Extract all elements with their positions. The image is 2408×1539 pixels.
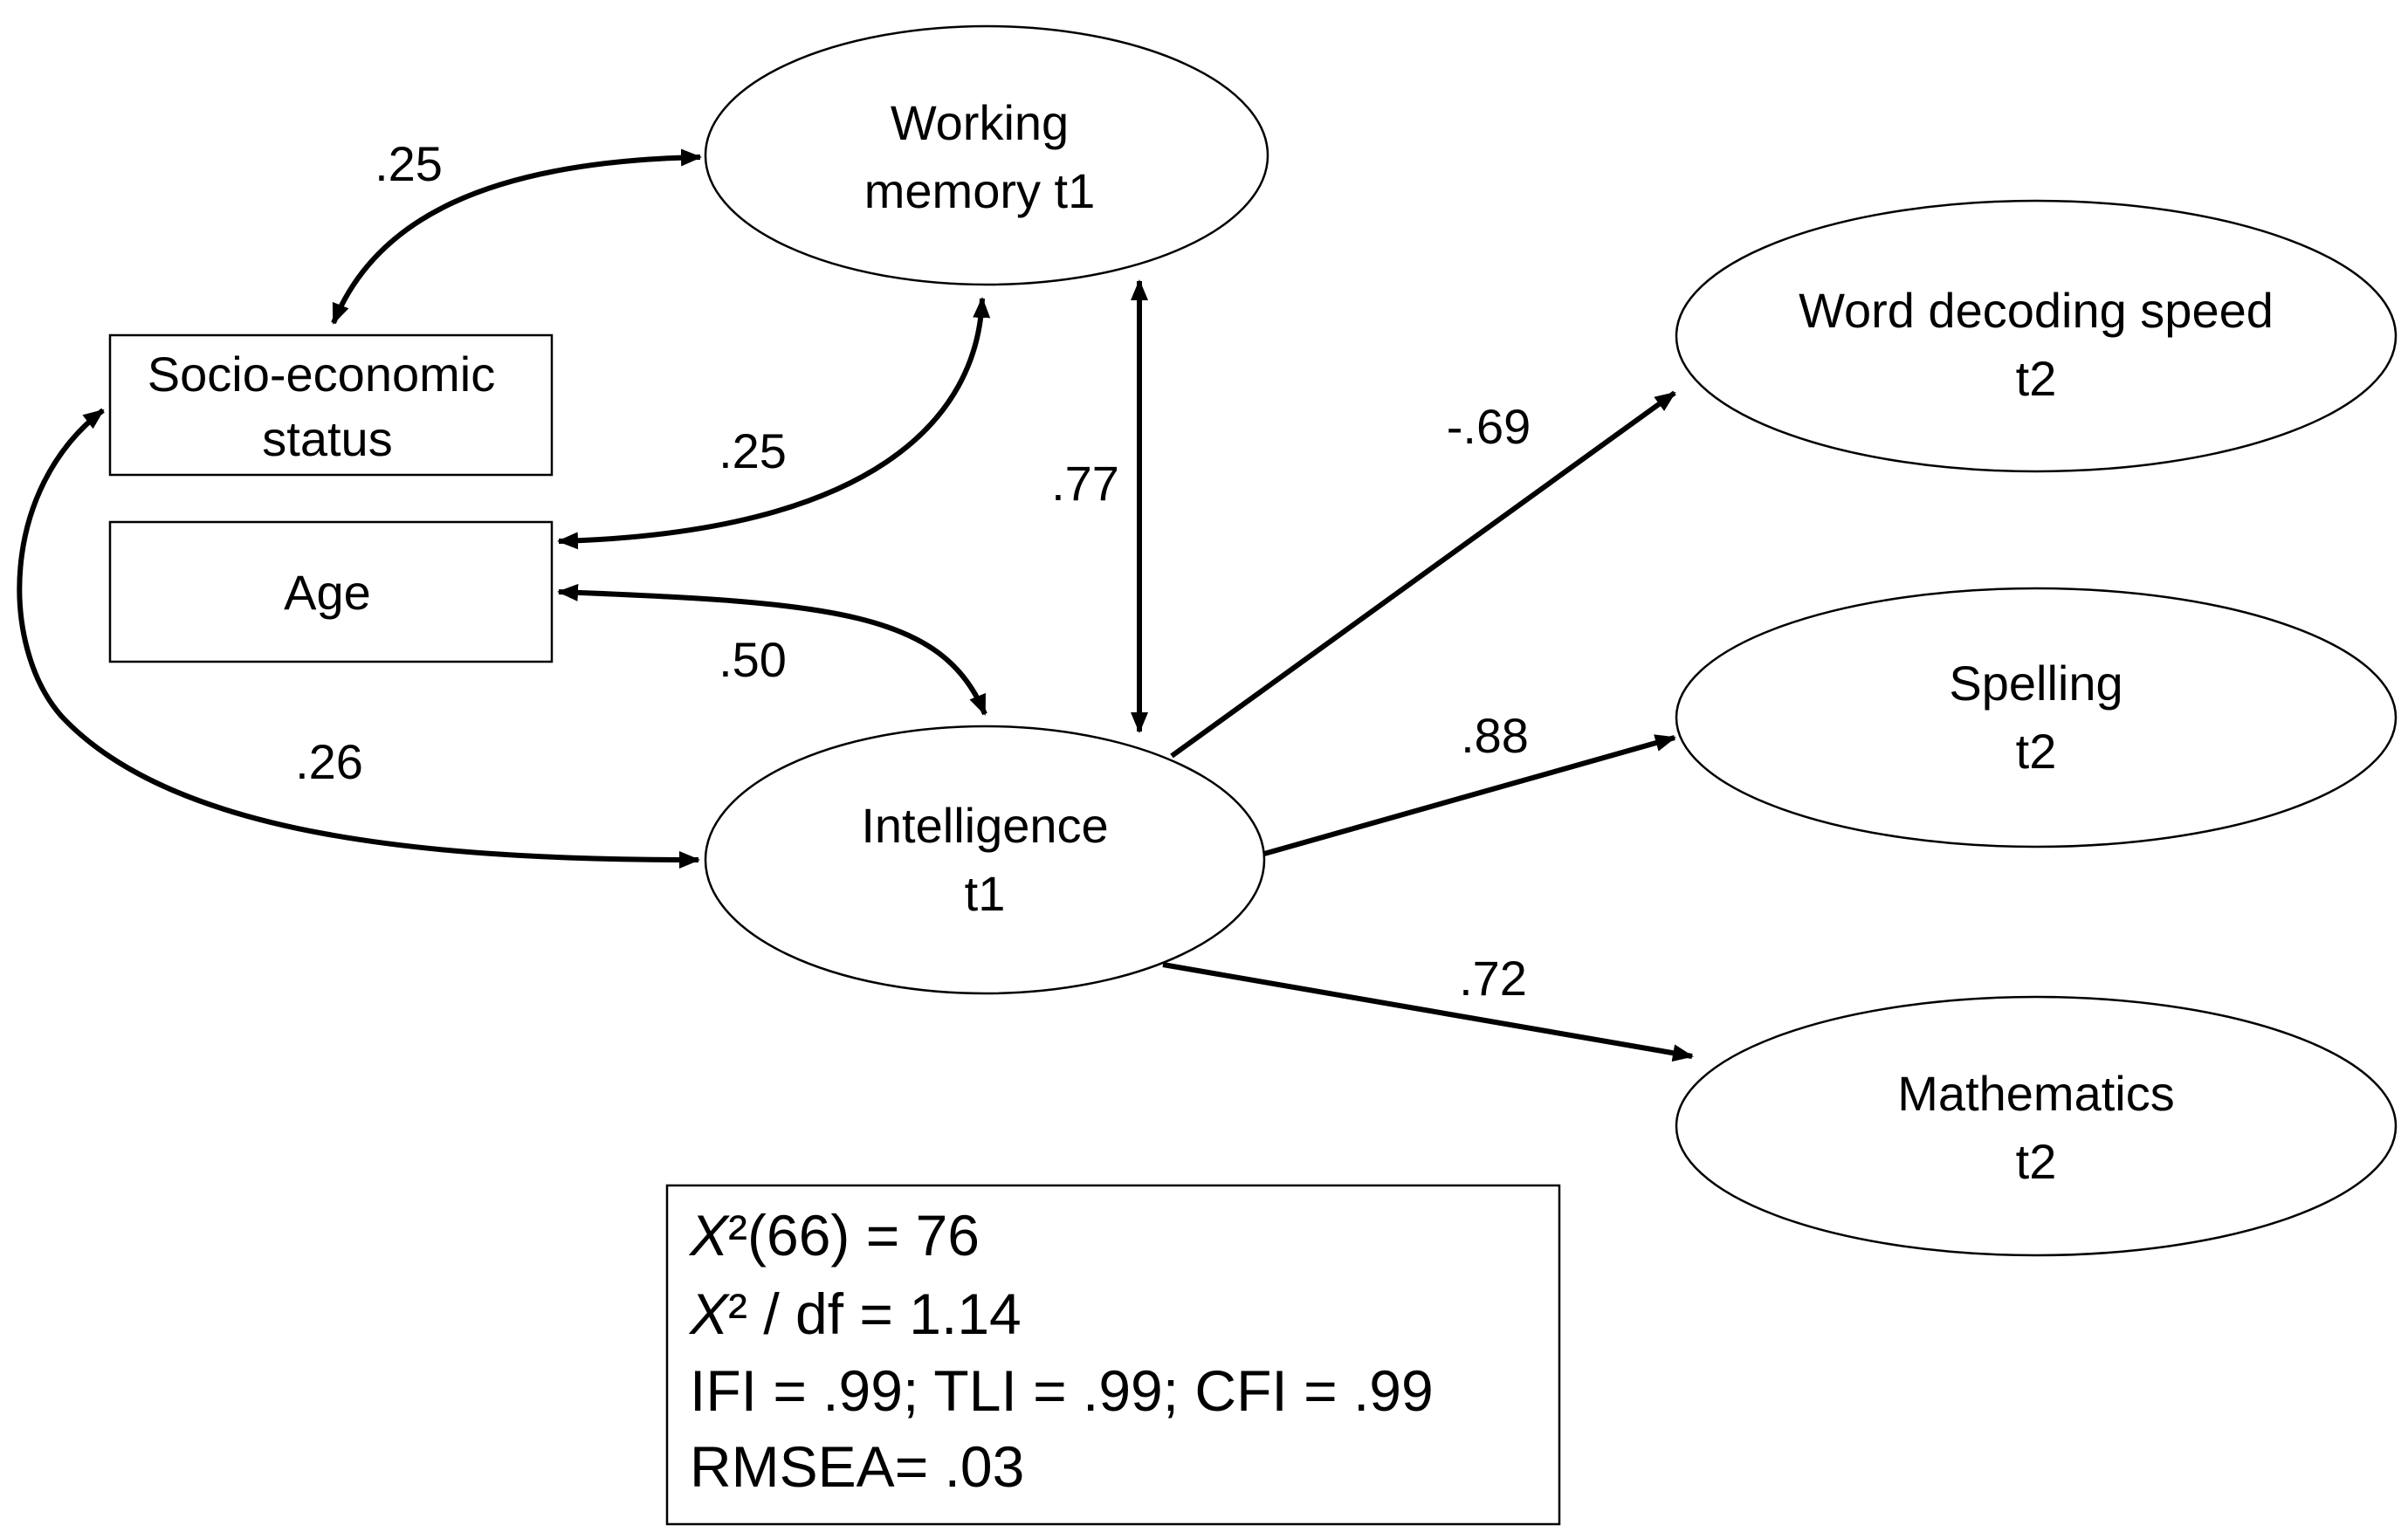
fit-stats-box: X²(66) = 76 X² / df = 1.14 IFI = .99; TL… [665, 1184, 1561, 1526]
node-age: Age [108, 520, 554, 663]
edge-age-wm [557, 297, 991, 550]
node-intelligence: Intelligence t1 [704, 725, 1266, 995]
node-ses: Socio-economic status [108, 333, 554, 477]
fit-chi-df: X² / df = 1.14 [688, 1281, 1022, 1346]
coef-ses-intelligence: .26 [295, 734, 363, 789]
node-word-decoding: Word decoding speed t2 [1675, 199, 2398, 473]
ses-label-line1: Socio-economic [148, 347, 495, 402]
working-memory-label-line2: memory t1 [864, 163, 1096, 218]
coef-wm-intelligence: .77 [1051, 456, 1119, 511]
edge-intelligence-spelling [1263, 734, 1676, 856]
chi-square-value: ²(66) = 76 [728, 1203, 980, 1268]
coef-ses-wm: .25 [375, 136, 443, 191]
ses-label-line2: status [262, 411, 392, 466]
node-mathematics: Mathematics t2 [1675, 995, 2398, 1257]
fit-chi-square: X²(66) = 76 [688, 1203, 980, 1268]
coef-intelligence-mathematics: .72 [1459, 951, 1527, 1006]
fit-rmsea: RMSEA= .03 [690, 1434, 1024, 1499]
spelling-label-line2: t2 [2016, 724, 2057, 779]
word-decoding-label-line2: t2 [2016, 351, 2057, 406]
node-spelling: Spelling t2 [1675, 587, 2398, 849]
mathematics-label-line1: Mathematics [1897, 1066, 2174, 1121]
working-memory-label-line1: Working [891, 95, 1069, 150]
fit-indices: IFI = .99; TLI = .99; CFI = .99 [690, 1358, 1434, 1423]
intelligence-label-line2: t1 [965, 866, 1006, 921]
edge-intelligence-mathematics [1162, 962, 1694, 1062]
intelligence-label-line1: Intelligence [861, 798, 1108, 853]
word-decoding-label-line1: Word decoding speed [1799, 283, 2274, 338]
edge-ses-intelligence [17, 408, 700, 869]
edge-intelligence-word-decoding [1170, 390, 1676, 759]
age-label: Age [284, 565, 371, 620]
chi-df-value: ² / df = 1.14 [728, 1281, 1022, 1346]
edge-ses-wm [331, 148, 702, 325]
spelling-label-line1: Spelling [1949, 656, 2122, 711]
coef-age-wm: .25 [719, 423, 787, 478]
coef-intelligence-spelling: .88 [1461, 708, 1529, 763]
coef-intelligence-word-decoding: -.69 [1447, 399, 1531, 454]
mathematics-label-line2: t2 [2016, 1134, 2057, 1189]
chi-symbol-2: X [688, 1281, 731, 1346]
node-working-memory: Working memory t1 [704, 24, 1269, 286]
chi-symbol: X [688, 1203, 731, 1268]
coef-age-intelligence: .50 [719, 632, 787, 687]
